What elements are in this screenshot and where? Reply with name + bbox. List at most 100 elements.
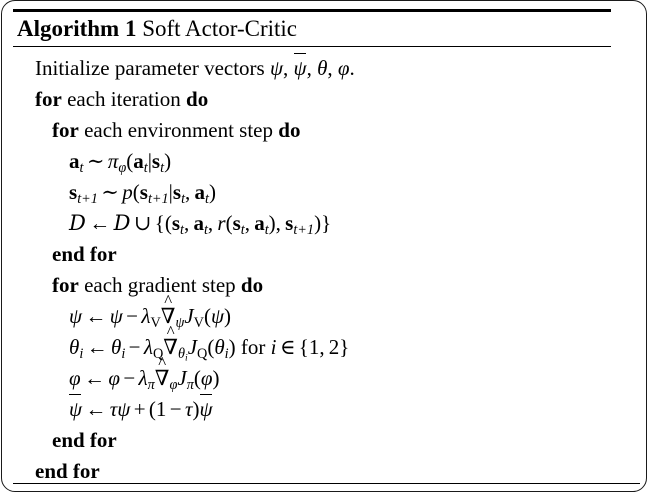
operator-nabla: ∇ xyxy=(160,304,176,328)
keyword-do: do xyxy=(278,118,301,142)
initialize-text: Initialize parameter vectors xyxy=(35,56,265,80)
paren-open: ( xyxy=(225,211,233,235)
symbol-psi-bar: ψ xyxy=(200,394,213,425)
vector-s: s xyxy=(171,211,181,235)
symbol-phi: φ xyxy=(337,56,350,80)
subscript-t: t xyxy=(180,221,184,238)
operator-plus: + xyxy=(133,397,146,421)
pseudocode-line-sample-next-state: st+1∼p(st+1|st, at) xyxy=(13,177,611,208)
pseudocode-line-end-for-iteration: end for xyxy=(13,456,611,487)
function-p: p xyxy=(122,180,133,204)
symbol-pi: π xyxy=(107,149,119,173)
paren-close: ) xyxy=(268,211,276,235)
symbol-tau: τ xyxy=(184,397,193,421)
pseudocode-line-initialize: Initialize parameter vectors ψ, ψ, θ, φ. xyxy=(13,53,611,84)
comma-1: , xyxy=(283,56,289,80)
subscript-pi: π xyxy=(147,376,155,393)
symbol-phi: φ xyxy=(69,366,81,390)
operator-assign-arrow: ← xyxy=(86,335,108,359)
subscript-i: i xyxy=(121,345,126,362)
symbol-psi: ψ xyxy=(269,56,284,80)
vector-s: s xyxy=(69,180,78,204)
comma: , xyxy=(183,211,190,235)
operator-nabla: ∇ xyxy=(163,335,178,359)
subscript-t: t xyxy=(203,221,208,238)
algorithm-title: Algorithm 1 Soft Actor-Critic xyxy=(13,12,611,46)
function-J: J xyxy=(177,366,187,390)
operator-assign-arrow: ← xyxy=(83,366,105,390)
algorithm-block: Algorithm 1 Soft Actor-Critic Initialize… xyxy=(13,9,611,487)
period-1: . xyxy=(349,56,355,80)
symbol-theta: θ xyxy=(317,56,328,80)
subscript-t-plus-1: t+1 xyxy=(147,190,169,207)
pseudocode-line-sample-action: at∼πφ(at|st) xyxy=(13,146,611,177)
brace-open: { xyxy=(298,335,309,359)
keyword-for: for xyxy=(52,118,79,142)
paren-close: ) xyxy=(164,149,172,173)
operator-assign-arrow: ← xyxy=(89,211,111,235)
text-for: for xyxy=(240,335,266,359)
pseudocode-line-end-for-env: end for xyxy=(13,239,611,270)
operator-minus: − xyxy=(169,397,182,421)
vector-s: s xyxy=(139,180,148,204)
symbol-psi: ψ xyxy=(117,397,131,421)
pseudocode-line-replay-buffer-update: D←D∪{(st, at, r(st, at), st+1)} xyxy=(13,208,611,239)
comma: , xyxy=(275,211,281,235)
overbar xyxy=(69,394,82,396)
operator-nabla-hat: ^∇ xyxy=(163,323,178,363)
symbol-theta: θ xyxy=(111,335,122,359)
comma: , xyxy=(244,211,250,235)
subscript-t: t xyxy=(181,190,186,207)
overbar xyxy=(199,394,212,396)
symbol-psi: ψ xyxy=(69,304,83,328)
subscript-pi: π xyxy=(186,376,194,393)
paren-open: ( xyxy=(132,180,140,204)
subscript-Q: Q xyxy=(152,345,164,362)
symbol-psi-base: ψ xyxy=(199,397,213,421)
keyword-end-for: end for xyxy=(52,242,117,266)
symbol-lambda: λ xyxy=(143,335,153,359)
keyword-do: do xyxy=(240,273,264,297)
paren-open: ( xyxy=(193,366,201,390)
subscript-Q: Q xyxy=(197,345,208,362)
operator-nabla-hat: ^∇ xyxy=(154,354,170,394)
comma-2: , xyxy=(306,56,312,80)
symbol-theta: θ xyxy=(214,335,225,359)
function-J: J xyxy=(184,304,194,328)
symbol-theta: θ xyxy=(69,335,80,359)
subscript-t: t xyxy=(264,221,269,238)
symbol-phi: φ xyxy=(200,366,213,390)
subscript-t-plus-1: t+1 xyxy=(77,190,98,207)
operator-sim: ∼ xyxy=(86,149,105,173)
pseudocode-line-q-update: θi←θi−λQ^∇θiJQ(θi) for i∈{1, 2} xyxy=(13,323,611,363)
operator-minus: − xyxy=(123,366,136,390)
pseudocode-line-policy-update: φ←φ−λπ^∇φJπ(φ) xyxy=(13,354,611,394)
symbol-cal-D: D xyxy=(113,211,131,235)
keyword-do: do xyxy=(186,87,209,111)
subscript-i: i xyxy=(79,345,84,362)
index-i: i xyxy=(270,335,277,359)
vector-a: a xyxy=(69,149,80,173)
function-J: J xyxy=(187,335,198,359)
paren-open: ( xyxy=(148,397,156,421)
subscript-t: t xyxy=(205,190,209,207)
operator-assign-arrow: ← xyxy=(85,304,107,328)
pseudocode-line-end-for-gradient: end for xyxy=(13,425,611,456)
comma: , xyxy=(207,211,214,235)
paren-open: ( xyxy=(203,304,211,328)
comma: , xyxy=(185,180,191,204)
keyword-for: for xyxy=(35,87,62,111)
paren-close: ) xyxy=(228,335,236,359)
number-one: 1 xyxy=(155,397,167,421)
vector-s: s xyxy=(172,180,182,204)
subscript-phi: φ xyxy=(169,376,178,393)
symbol-lambda: λ xyxy=(138,366,148,390)
pseudocode-line-for-iteration: for each iteration do xyxy=(13,84,611,115)
vector-s: s xyxy=(232,211,241,235)
pseudocode-line-target-update: ψ←τψ+(1−τ)ψ xyxy=(13,394,611,425)
operator-nabla: ∇ xyxy=(154,366,170,390)
paren-close: ) xyxy=(192,397,200,421)
operator-minus: − xyxy=(126,304,139,328)
operator-in: ∈ xyxy=(279,335,296,359)
